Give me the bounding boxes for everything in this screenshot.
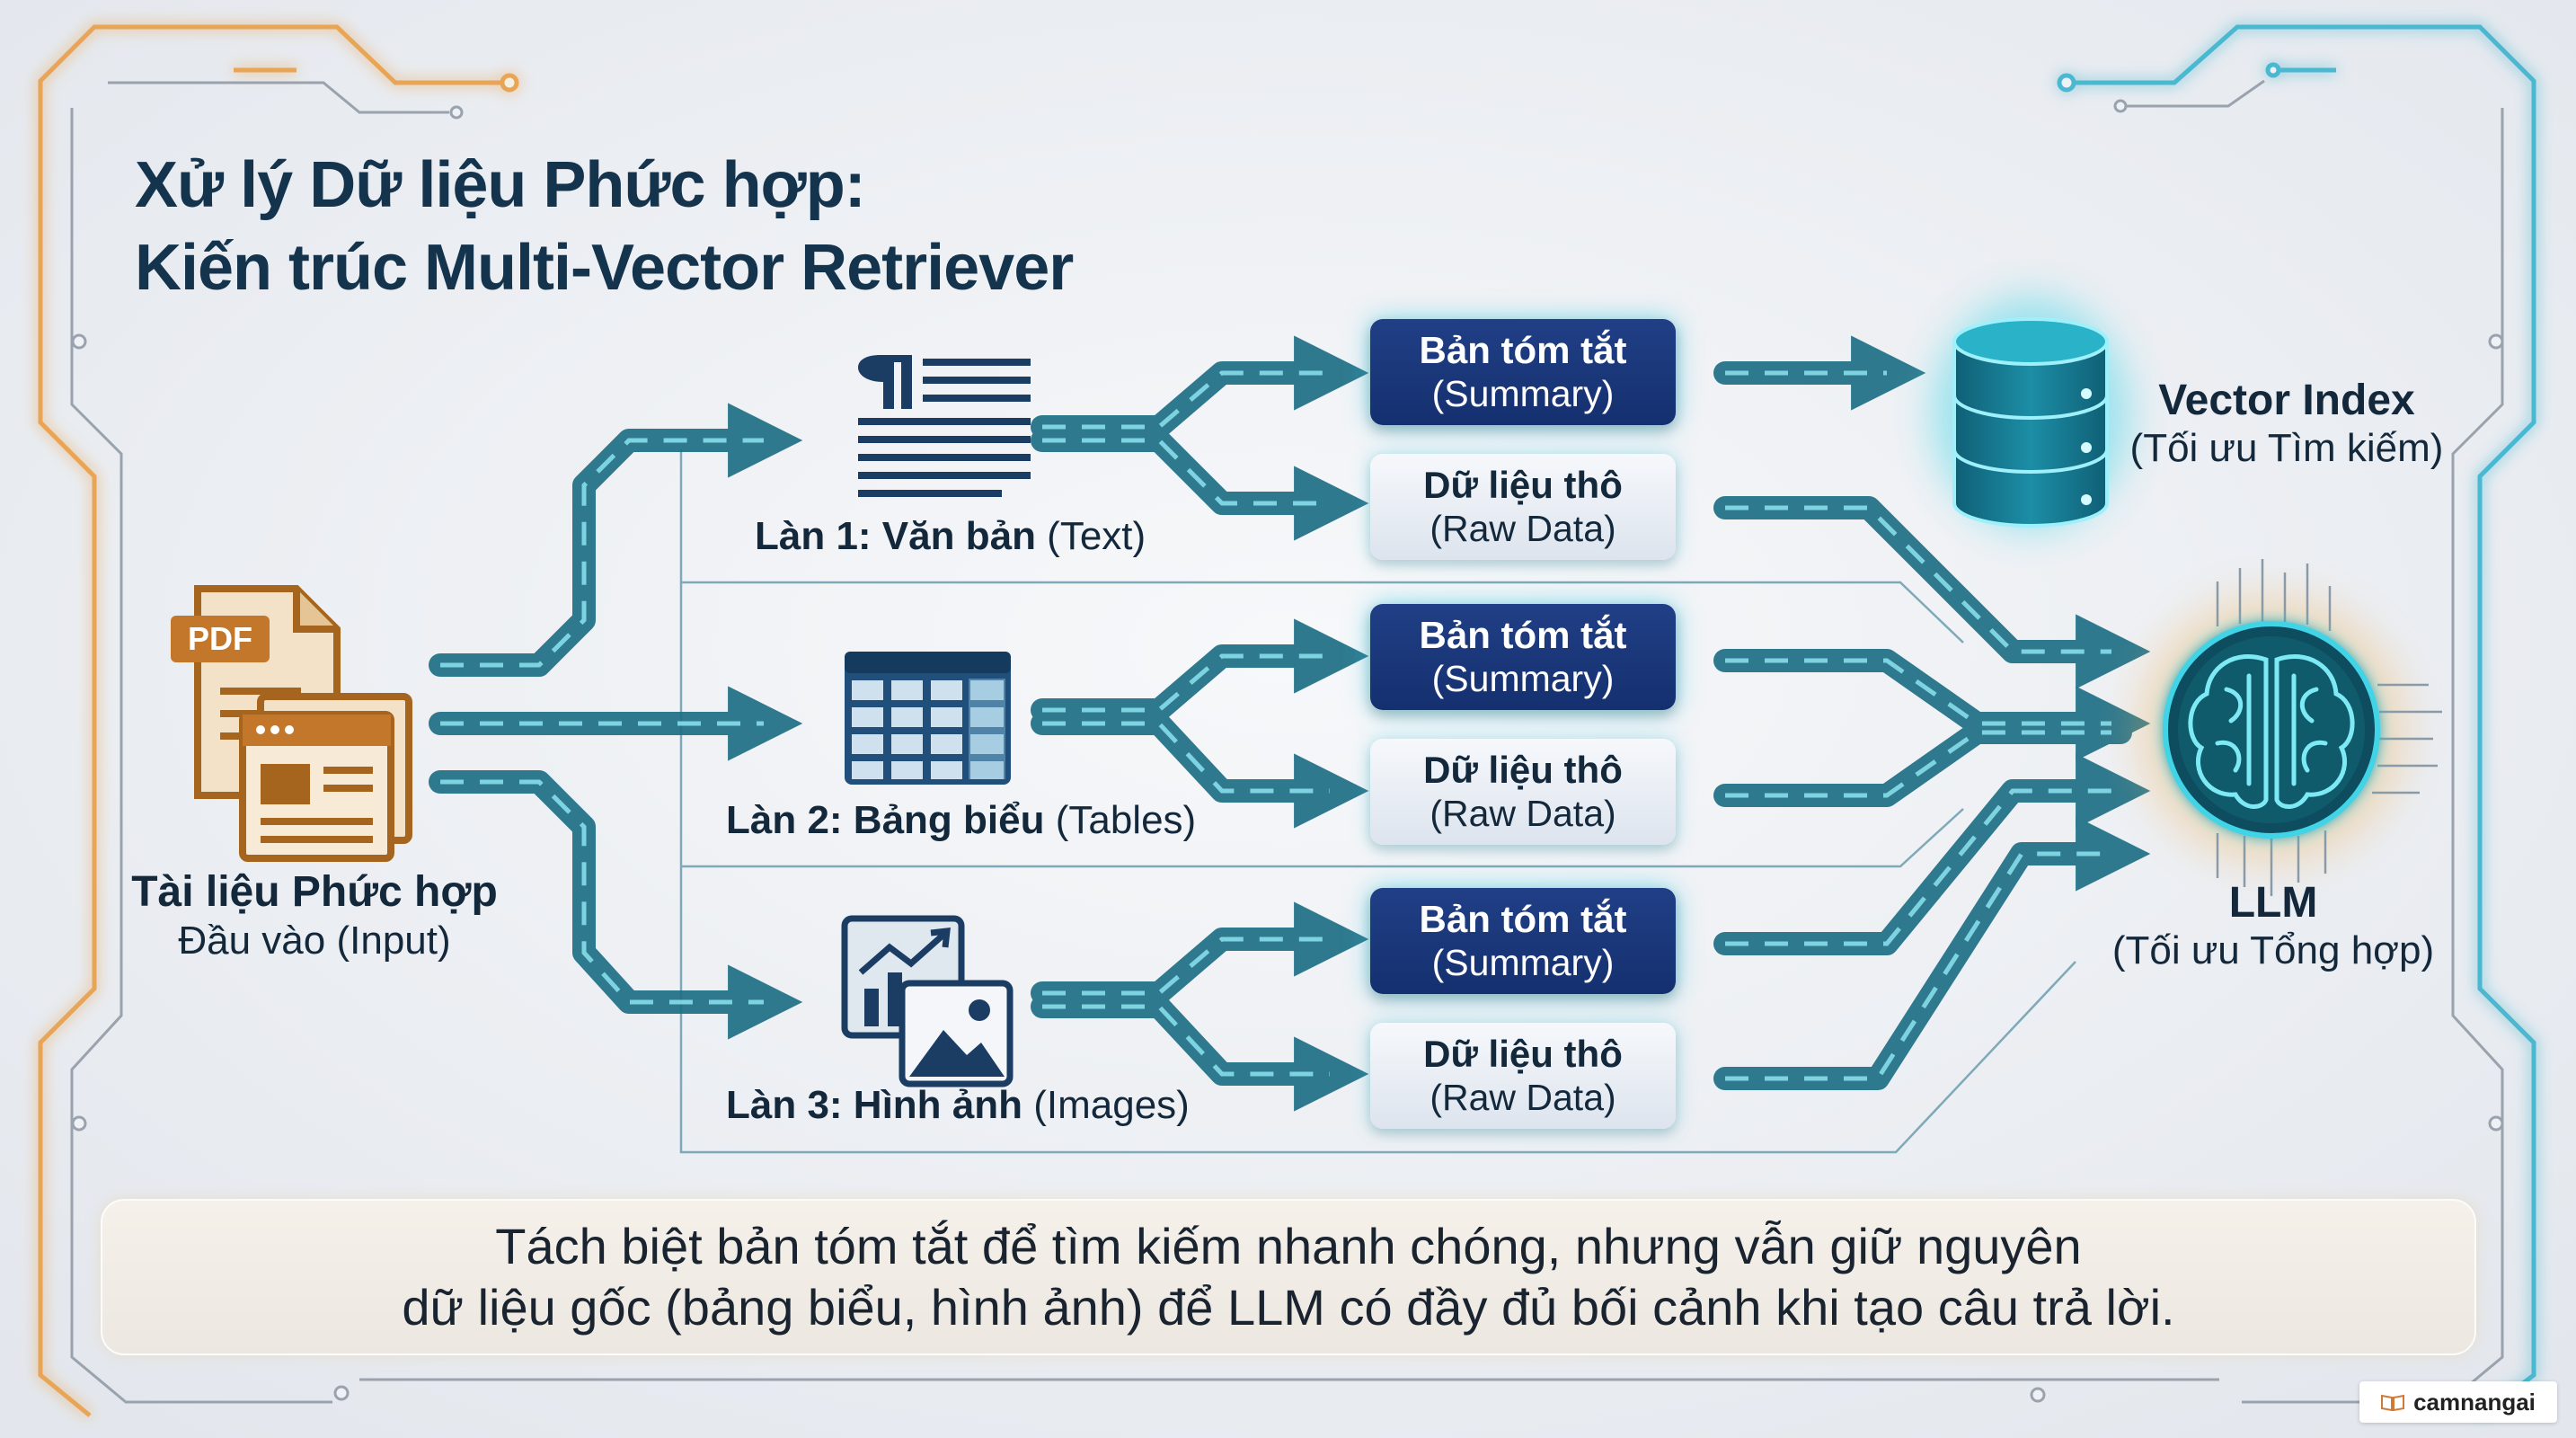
summary-title: Bản tóm tắt bbox=[1419, 898, 1627, 940]
raw-subtitle: (Raw Data) bbox=[1430, 1077, 1616, 1118]
database-icon bbox=[1932, 297, 2129, 530]
vector-index-subtitle: (Tối ưu Tìm kiếm) bbox=[2129, 426, 2444, 470]
frame-cyan bbox=[2057, 24, 2536, 1417]
book-icon bbox=[2381, 1394, 2405, 1411]
lane-2-summary-box: Bản tóm tắt (Summary) bbox=[1370, 604, 1676, 710]
summary-subtitle: (Summary) bbox=[1431, 658, 1615, 699]
lane-3-raw-box: Dữ liệu thô (Raw Data) bbox=[1370, 1023, 1676, 1129]
lane-2-label-bold: Làn 2: Bảng biểu bbox=[726, 798, 1045, 842]
summary-subtitle: (Summary) bbox=[1431, 942, 1615, 983]
raw-title: Dữ liệu thô bbox=[1423, 749, 1623, 791]
summary-note-line-1: Tách biệt bản tóm tắt để tìm kiếm nhanh … bbox=[495, 1218, 2082, 1274]
input-title: Tài liệu Phức hợp bbox=[131, 868, 498, 916]
connector-dashes bbox=[440, 370, 2111, 1081]
raw-subtitle: (Raw Data) bbox=[1430, 508, 1616, 549]
lane-3-summary-box: Bản tóm tắt (Summary) bbox=[1370, 888, 1676, 994]
lane-frame-lines bbox=[679, 449, 2076, 1154]
lane-1-label-rest: (Text) bbox=[1035, 514, 1146, 558]
summary-subtitle: (Summary) bbox=[1431, 373, 1615, 414]
lane-2-raw-box: Dữ liệu thô (Raw Data) bbox=[1370, 739, 1676, 845]
lane-2-label: Làn 2: Bảng biểu (Tables) bbox=[726, 798, 1196, 843]
lane-3-label-bold: Làn 3: Hình ảnh bbox=[726, 1083, 1022, 1127]
lane-3-label-rest: (Images) bbox=[1022, 1083, 1190, 1127]
table-grid-icon bbox=[845, 652, 1011, 785]
raw-title: Dữ liệu thô bbox=[1423, 1033, 1623, 1075]
lane-1-label-bold: Làn 1: Văn bản bbox=[755, 514, 1036, 558]
title-line-1: Xử lý Dữ liệu Phức hợp: bbox=[135, 149, 866, 221]
pdf-documents-icon: PDF bbox=[171, 585, 412, 862]
title-line-2: Kiến trúc Multi-Vector Retriever bbox=[135, 232, 1074, 304]
summary-note: Tách biệt bản tóm tắt để tìm kiếm nhanh … bbox=[101, 1199, 2476, 1355]
llm-subtitle: (Tối ưu Tổng hợp) bbox=[2111, 928, 2435, 972]
summary-title: Bản tóm tắt bbox=[1419, 329, 1627, 371]
text-paragraph-icon bbox=[858, 355, 1031, 497]
lane-3-label: Làn 3: Hình ảnh (Images) bbox=[726, 1083, 1190, 1128]
lane-2-label-rest: (Tables) bbox=[1044, 798, 1197, 842]
raw-subtitle: (Raw Data) bbox=[1430, 793, 1616, 834]
input-subtitle: Đầu vào (Input) bbox=[178, 919, 451, 963]
lane-1-label: Làn 1: Văn bản (Text) bbox=[755, 514, 1146, 559]
llm-title: LLM bbox=[2228, 879, 2318, 927]
lane-1-summary-box: Bản tóm tắt (Summary) bbox=[1370, 319, 1676, 425]
frame-gray-left bbox=[70, 81, 464, 1404]
pdf-badge-text: PDF bbox=[188, 620, 252, 657]
watermark: camnangai bbox=[2359, 1381, 2557, 1423]
summary-title: Bản tóm tắt bbox=[1419, 614, 1627, 656]
vector-index-title: Vector Index bbox=[2158, 377, 2415, 424]
chart-image-icon bbox=[841, 915, 1014, 1087]
watermark-text: camnangai bbox=[2413, 1388, 2536, 1416]
raw-title: Dữ liệu thô bbox=[1423, 464, 1623, 506]
lane-1-raw-box: Dữ liệu thô (Raw Data) bbox=[1370, 454, 1676, 560]
brain-chip-icon bbox=[2137, 559, 2442, 896]
frame-orange bbox=[38, 24, 519, 1417]
summary-note-line-2: dữ liệu gốc (bảng biểu, hình ảnh) để LLM… bbox=[402, 1279, 2175, 1336]
